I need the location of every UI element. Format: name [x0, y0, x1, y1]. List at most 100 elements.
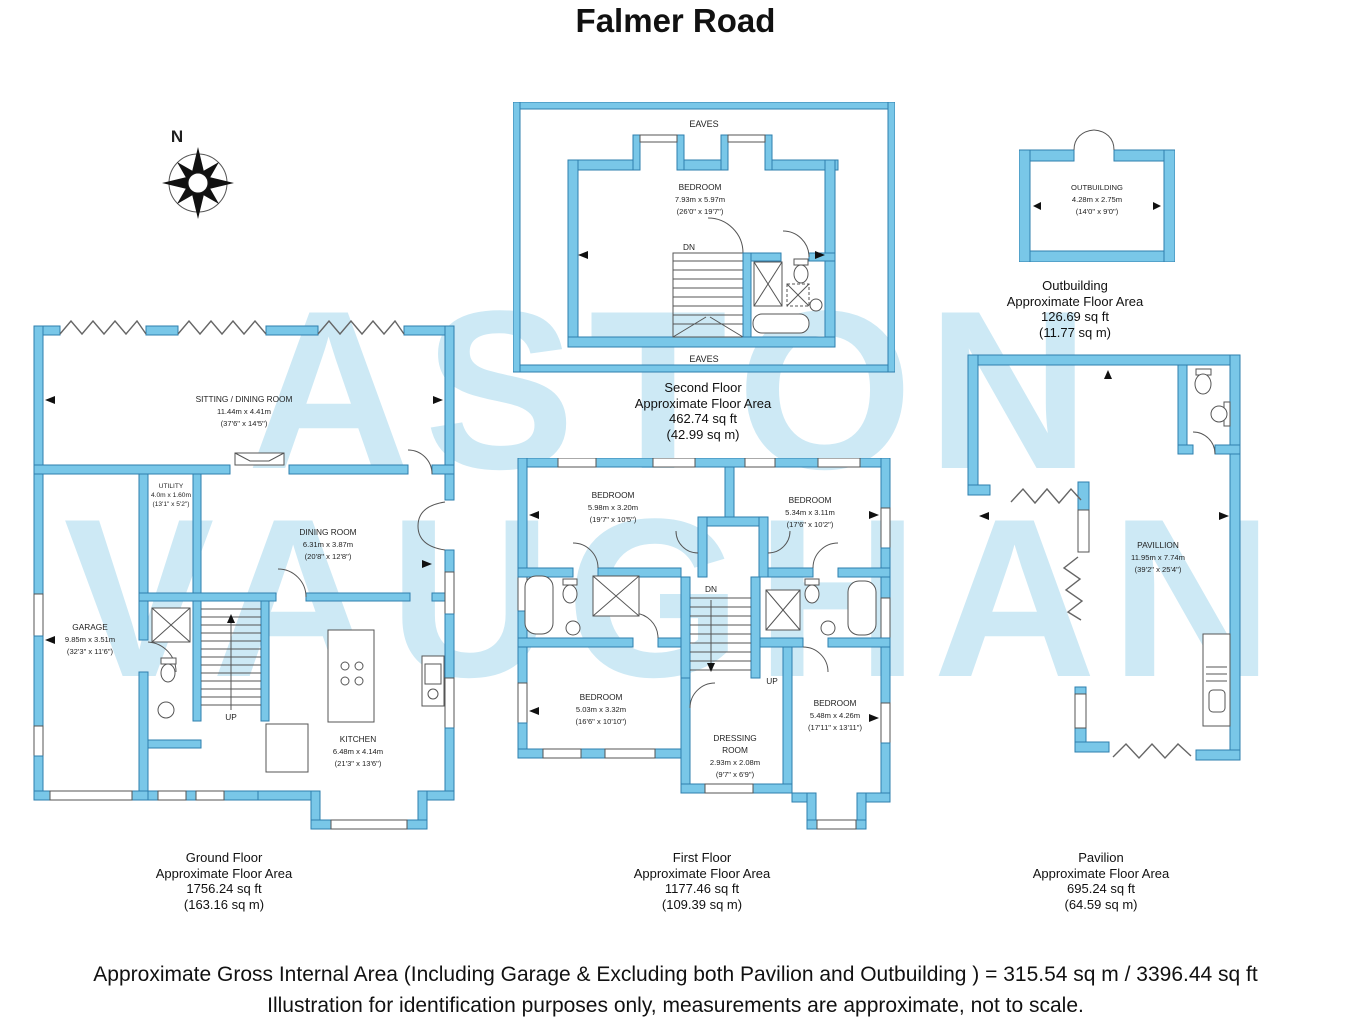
caption-sqm: (64.59 sq m)	[1064, 896, 1138, 912]
basin-icon	[1210, 405, 1228, 423]
outbuilding-svg: OUTBUILDING 4.28m x 2.75m (14'0" x 9'0")	[1019, 129, 1175, 262]
caption-area-label: Approximate Floor Area	[155, 865, 293, 881]
island-icon	[327, 629, 375, 723]
room-label-bedroom: BEDROOM	[679, 182, 722, 192]
compass-north-label: N	[171, 127, 183, 146]
caption-area-label: Approximate Floor Area	[1032, 865, 1170, 881]
measure-arrows	[578, 251, 825, 259]
toilet-icon	[562, 578, 578, 586]
room-dim-imperial: (20'8" x 12'8")	[305, 552, 352, 561]
wc-fixtures	[1192, 368, 1231, 455]
room-dim-metric: 4.28m x 2.75m	[1072, 195, 1122, 204]
pavilion-walls	[967, 354, 1241, 761]
room-label-dining: DINING ROOM	[299, 527, 356, 537]
footer-gross-area: Approximate Gross Internal Area (Includi…	[93, 963, 1258, 986]
caption-sqm: (109.39 sq m)	[661, 896, 743, 912]
second-floor-caption: Second Floor Approximate Floor Area 462.…	[593, 380, 813, 442]
caption-floor: Pavilion	[1078, 850, 1124, 865]
caption-sqft: 1177.46 sq ft	[664, 881, 740, 896]
room-label-sitting: SITTING / DINING ROOM	[196, 394, 293, 404]
cupboard-icon	[786, 283, 810, 307]
double-door-icon	[1073, 129, 1115, 151]
kitchen-fixtures	[265, 629, 445, 773]
bath-icon	[752, 313, 810, 334]
toilet-icon	[160, 657, 177, 665]
room-dim-metric: 2.93m x 2.08m	[710, 758, 760, 767]
basin-icon	[820, 620, 836, 636]
toilet-icon	[804, 578, 820, 586]
caption-area-label: Approximate Floor Area	[633, 865, 771, 881]
second-floor-stairs	[672, 217, 744, 338]
caption-floor: Ground Floor	[185, 850, 263, 865]
measure-arrows	[529, 511, 879, 722]
second-floor-outer-walls	[513, 102, 895, 373]
door-arcs	[147, 449, 446, 673]
ground-stairs	[201, 608, 261, 710]
room-dim-metric: 6.31m x 3.87m	[303, 540, 353, 549]
room-label-kitchen: KITCHEN	[340, 734, 376, 744]
stairs-dn-label: DN	[683, 242, 695, 252]
room-dim-imperial: (39'2" x 25'4")	[1135, 565, 1182, 574]
room-dim-metric: 11.95m x 7.74m	[1131, 553, 1185, 562]
room-dim-imperial: (13'1" x 5'2")	[153, 501, 190, 508]
compass-icon: N	[162, 127, 234, 219]
ground-floor-plan: UP SITTI	[28, 320, 460, 840]
appliance-icon	[265, 723, 309, 773]
room-dim-imperial: (16'6" x 10'10")	[576, 717, 627, 726]
caption-sqm: (163.16 sq m)	[183, 896, 265, 912]
caption-area-label: Approximate Floor Area	[634, 395, 772, 411]
basin-icon	[809, 298, 823, 312]
folding-doors-icon	[59, 320, 405, 336]
shower-room-fixtures	[151, 607, 191, 719]
second-floor-bathroom	[742, 230, 836, 338]
toilet-icon	[793, 258, 809, 266]
eaves-bottom-label: EAVES	[689, 354, 718, 364]
room-label-pavilion: PAVILLION	[1137, 540, 1179, 550]
basin-icon	[565, 620, 581, 636]
room-dim-imperial: (19'7" x 10'5")	[590, 515, 637, 524]
first-floor-walls	[517, 458, 891, 830]
room-label-bedroom-nw: BEDROOM	[592, 490, 635, 500]
measure-arrows	[45, 396, 443, 644]
room-dim-imperial: (9'7" x 6'9")	[716, 770, 755, 779]
outbuilding-caption: Outbuilding Approximate Floor Area 126.6…	[965, 278, 1185, 340]
room-label-bedroom-ne: BEDROOM	[789, 495, 832, 505]
caption-floor: First Floor	[672, 850, 732, 865]
stairs-up-label: UP	[766, 676, 778, 686]
room-label-outbuilding: OUTBUILDING	[1071, 183, 1123, 192]
caption-area-label: Approximate Floor Area	[1006, 293, 1144, 309]
ground-floor-caption: Ground Floor Approximate Floor Area 1756…	[114, 850, 334, 912]
room-dim-imperial: (26'0" x 19'7")	[677, 207, 724, 216]
caption-sqft: 1756.24 sq ft	[186, 881, 262, 896]
room-dim-imperial: (17'11" x 13'11")	[808, 723, 862, 732]
measure-arrows	[979, 370, 1229, 520]
stairs-up-label: UP	[225, 712, 237, 722]
fireplace-icon	[234, 452, 285, 466]
right-bathroom-fixtures	[765, 578, 877, 636]
room-dim-metric: 6.48m x 4.14m	[333, 747, 383, 756]
second-floor-svg: EAVES EAVES	[513, 102, 895, 373]
room-dim-imperial: (32'3" x 11'6")	[67, 647, 114, 656]
pavilion-svg: PAVILLION 11.95m x 7.74m (39'2" x 25'4")	[967, 354, 1241, 761]
stairs-dn-label: DN	[705, 584, 717, 594]
compass-rose: N	[150, 126, 242, 224]
room-dim-metric: 9.85m x 3.51m	[65, 635, 115, 644]
basin-icon	[157, 701, 175, 719]
caption-sqm: (42.99 sq m)	[666, 426, 740, 442]
room-dim-imperial: (17'6" x 10'2")	[787, 520, 834, 529]
hob-icon	[340, 661, 350, 671]
outbuilding-walls	[1019, 149, 1175, 262]
room-dim-metric: 5.34m x 3.11m	[785, 508, 835, 517]
outbuilding-plan: OUTBUILDING 4.28m x 2.75m (14'0" x 9'0")	[1019, 128, 1175, 262]
room-dim-metric: 5.48m x 4.26m	[810, 711, 860, 720]
room-dim-imperial: (21'3" x 13'6")	[335, 759, 382, 768]
kitchenette-icon	[1202, 633, 1231, 727]
bath-icon	[847, 580, 877, 636]
room-dim-metric: 4.0m x 1.60m	[151, 492, 191, 499]
caption-floor: Second Floor	[664, 380, 742, 395]
room-dim-metric: 11.44m x 4.41m	[217, 407, 271, 416]
bath-icon	[524, 575, 554, 635]
first-floor-svg: DN UP	[517, 458, 891, 830]
room-dim-metric: 5.98m x 3.20m	[588, 503, 638, 512]
